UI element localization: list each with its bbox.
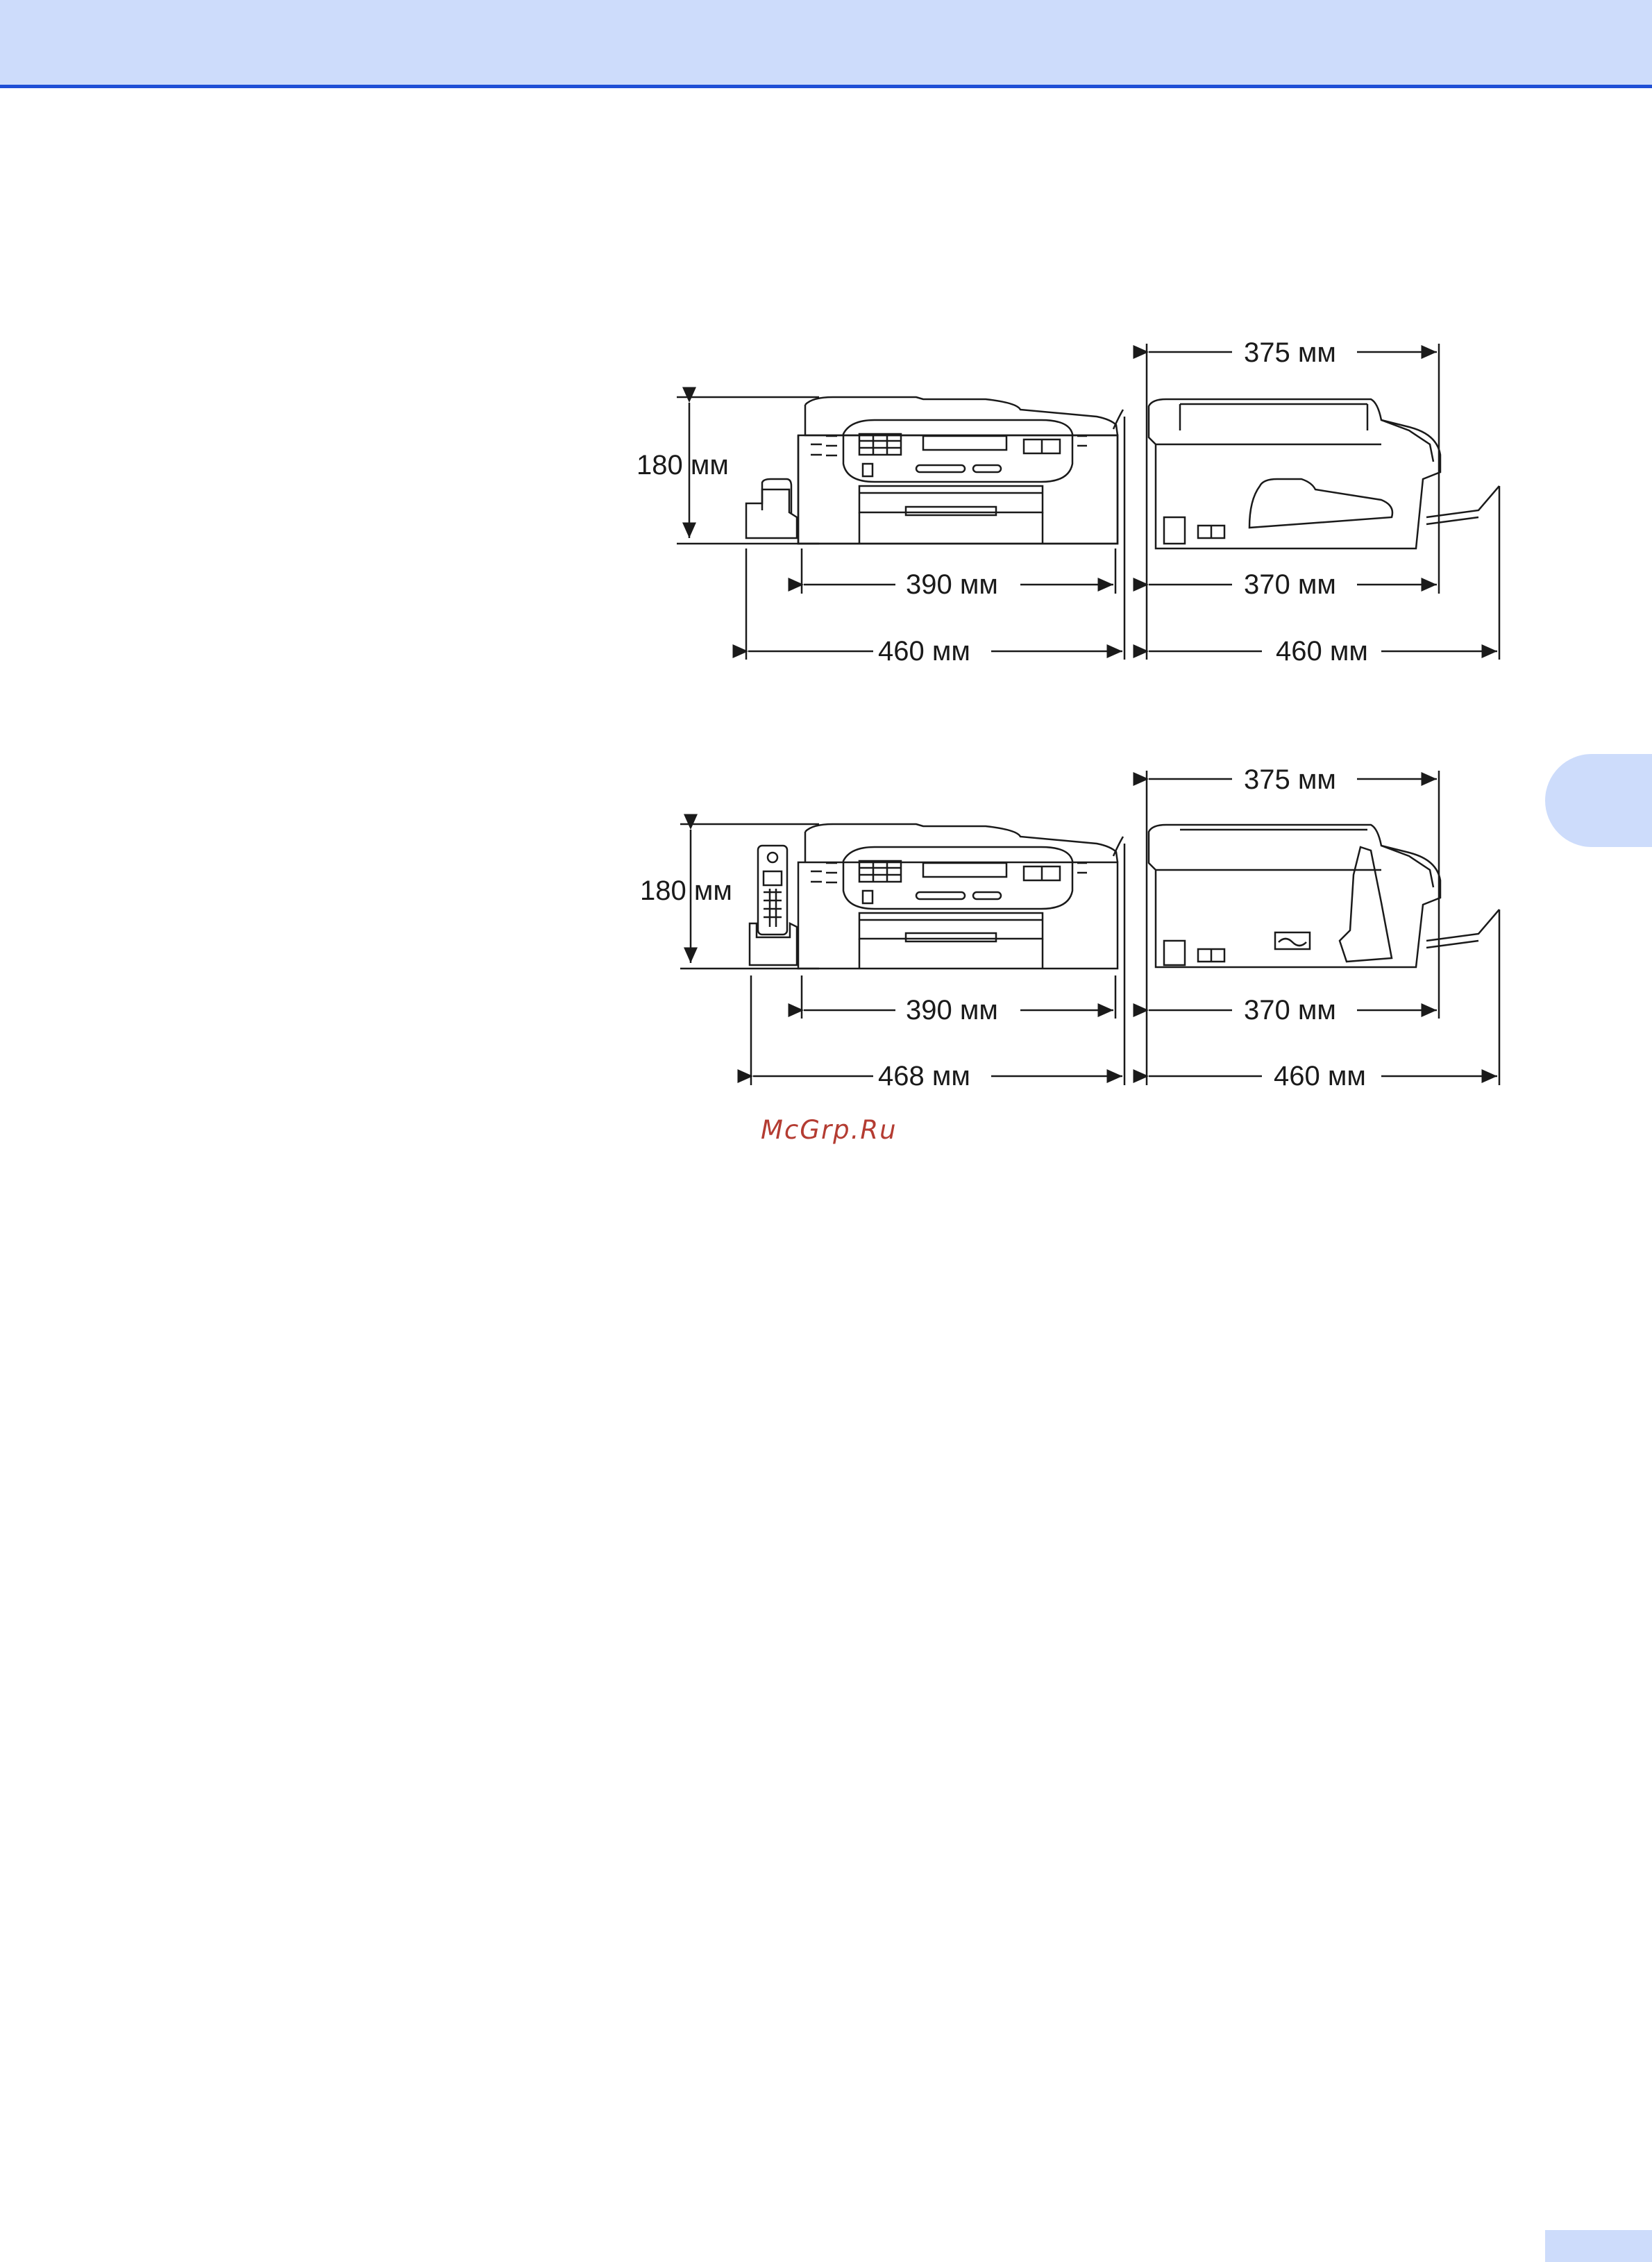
dim-depth-top-top: 375 мм <box>1244 337 1336 368</box>
watermark-text: McGrp.Ru <box>761 1115 897 1145</box>
dim-width-body-bottom: 390 мм <box>906 995 998 1025</box>
dim-depth-body-top: 370 мм <box>1244 569 1336 600</box>
dim-width-body-top: 390 мм <box>906 569 998 600</box>
front-view-printer-top <box>677 397 1123 544</box>
side-view-printer-bottom <box>1149 825 1499 967</box>
dim-height-top: 180 мм <box>637 450 729 480</box>
front-dimension-lines-top <box>746 417 1124 660</box>
dim-height-bottom: 180 мм <box>640 876 732 906</box>
dim-depth-body-bottom: 370 мм <box>1244 995 1336 1025</box>
figure-top: 180 мм 390 мм 460 мм 3 <box>637 337 1499 667</box>
dim-depth-total-bottom: 460 мм <box>1274 1061 1366 1091</box>
dim-width-total-top: 460 мм <box>878 636 970 667</box>
side-dimension-lines-bottom <box>1147 771 1499 1085</box>
figure-bottom: 180 мм 390 мм 468 мм 375 мм <box>640 764 1499 1091</box>
side-dimension-lines-top <box>1147 344 1499 660</box>
front-view-printer-bottom <box>680 824 1123 969</box>
dim-depth-total-top: 460 мм <box>1276 636 1368 667</box>
dim-depth-top-bottom: 375 мм <box>1244 764 1336 795</box>
side-view-printer-top <box>1149 399 1499 548</box>
front-dimension-lines-bottom <box>751 844 1124 1085</box>
dim-width-total-bottom: 468 мм <box>878 1061 970 1091</box>
